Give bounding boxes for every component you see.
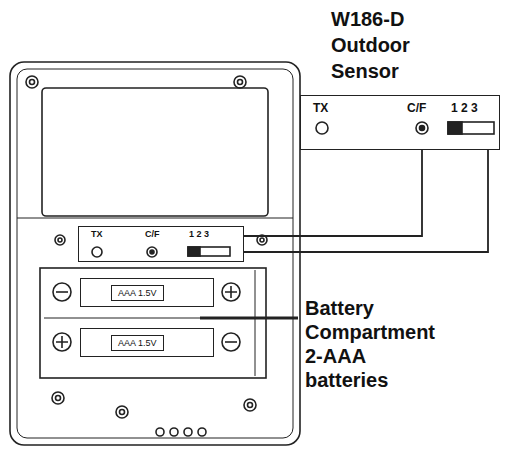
plus-symbol [56,336,68,348]
minus-symbol [56,291,68,293]
port-hole [198,428,206,436]
screw-hole [30,80,35,85]
port-hole [156,428,164,436]
port-hole [184,428,192,436]
battery-compartment [40,268,266,378]
wire-connector [244,150,488,252]
aaa-battery: AAA 1.5V [80,328,214,357]
screw-hole [56,396,61,401]
cf-button [150,250,154,254]
button-label: TX [313,102,328,116]
leader-line [200,317,298,320]
screw-hole [55,235,65,245]
cf-button [420,126,425,131]
device-title: W186-D Outdoor Sensor [331,6,441,84]
screw-hole [260,238,264,242]
screw-hole [244,399,256,411]
housing-seam [17,218,293,219]
button-label: C/F [407,102,426,116]
battery-spring [255,270,256,376]
housing-inner-edge [17,69,293,438]
screw-hole [58,238,62,242]
channel-slider [448,122,494,134]
device-housing [10,62,300,445]
wire-connector [244,150,422,236]
plus-symbol [225,286,237,298]
sensor-panel-detail: W186-D Outdoor SensorTXC/F1 2 3 [300,95,500,150]
screw-hole [238,80,243,85]
screw-hole [52,392,64,404]
screw-hole [26,76,38,88]
slider-knob [188,247,200,256]
screw-hole [120,410,125,415]
screw-hole [234,76,246,88]
aaa-battery: AAA 1.5V [80,278,214,307]
channel-slider [188,247,230,256]
screw-hole [116,406,128,418]
battery-rating: AAA 1.5V [111,335,164,351]
cf-button [147,247,157,257]
port-hole [170,428,178,436]
plus-symbol [222,283,240,301]
button-label: TX [91,229,103,239]
tx-button [316,122,328,134]
battery-rating: AAA 1.5V [111,285,164,301]
switch-label: 1 2 3 [451,102,478,116]
tx-button [92,247,102,257]
plus-symbol [53,333,71,351]
battery-callout: Battery Compartment 2-AAA batteries [305,296,445,392]
slider-knob [448,122,462,134]
switch-label: 1 2 3 [189,229,209,239]
screw-hole [248,403,253,408]
button-label: C/F [145,229,160,239]
cf-button [416,122,428,134]
display-window [42,88,268,216]
minus-symbol [222,333,240,351]
minus-symbol [225,341,237,343]
sensor-panel: TX C/F 1 2 3 [78,226,244,262]
minus-symbol [53,283,71,301]
